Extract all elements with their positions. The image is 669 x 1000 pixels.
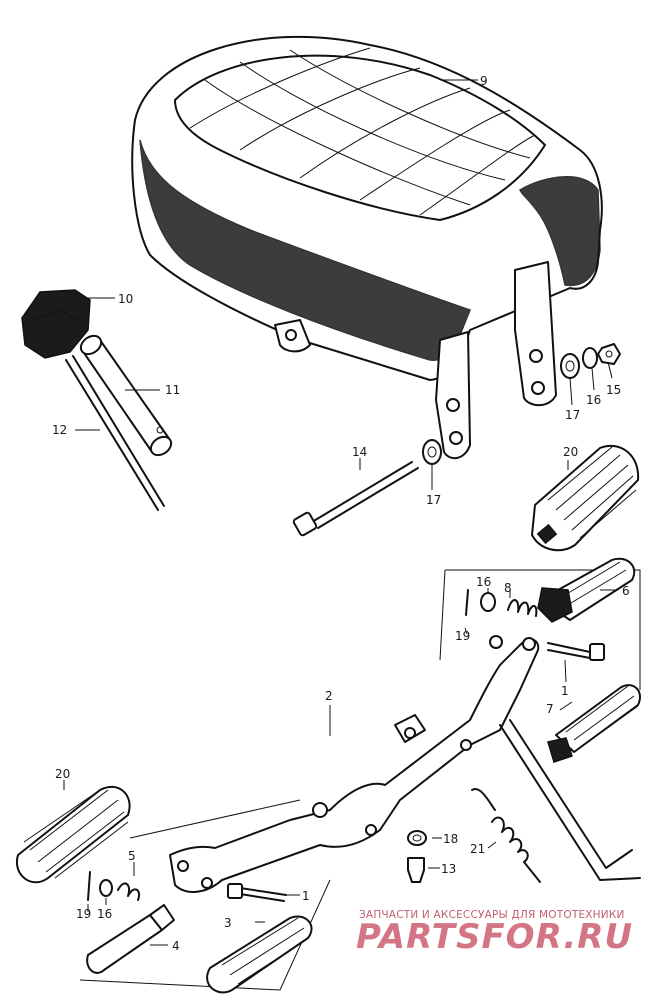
callout-12: 12 (52, 423, 67, 437)
callout-7: 7 (546, 702, 554, 716)
watermark-brand: PARTSFOR.RU (356, 917, 633, 957)
callout-14: 14 (352, 445, 367, 459)
callout-labels: 9 10 11 12 14 15 16 17 17 20 16 8 6 19 1… (52, 74, 630, 953)
callout-16-left: 16 (97, 907, 112, 921)
callout-5: 5 (128, 849, 136, 863)
bracket-bolt-assembly (21, 289, 173, 511)
step-bar-frame (79, 569, 641, 991)
watermark: ЗАПЧАСТИ И АКСЕССУАРЫ ДЛЯ МОТОТЕХНИКИ PA… (356, 909, 633, 957)
footpeg-7 (547, 684, 641, 763)
callout-10: 10 (118, 292, 133, 306)
callout-1-right: 1 (561, 684, 569, 698)
callout-19-left: 19 (76, 907, 91, 921)
right-footpeg-group (465, 557, 636, 661)
footpeg-rubber-left (15, 785, 131, 884)
left-footpeg-group (86, 871, 313, 994)
callout-16-mid: 16 (476, 575, 491, 589)
callout-11: 11 (165, 383, 180, 397)
callout-17-bottom: 17 (426, 493, 441, 507)
watermark-tagline: ЗАПЧАСТИ И АКСЕССУАРЫ ДЛЯ МОТОТЕХНИКИ (359, 909, 625, 921)
callout-8: 8 (504, 581, 512, 595)
callout-16-top: 16 (586, 393, 601, 407)
callout-6: 6 (622, 584, 630, 598)
callout-13: 13 (441, 862, 456, 876)
callout-20-left: 20 (55, 767, 70, 781)
callout-20-right: 20 (563, 445, 578, 459)
callout-19-mid: 19 (455, 629, 470, 643)
footpeg-rubber-right (531, 444, 640, 552)
seat-assembly (131, 35, 603, 460)
callout-4: 4 (172, 939, 180, 953)
callout-2: 2 (325, 689, 333, 703)
leader-lines (63, 79, 618, 946)
callout-9: 9 (480, 74, 488, 88)
spring-bolt-group (407, 788, 541, 883)
callout-21: 21 (470, 842, 485, 856)
callout-17-top: 17 (565, 408, 580, 422)
callout-18: 18 (443, 832, 458, 846)
callout-3: 3 (224, 916, 232, 930)
callout-15: 15 (606, 383, 621, 397)
seat-hardware (292, 343, 621, 537)
callout-1-left: 1 (302, 889, 310, 903)
